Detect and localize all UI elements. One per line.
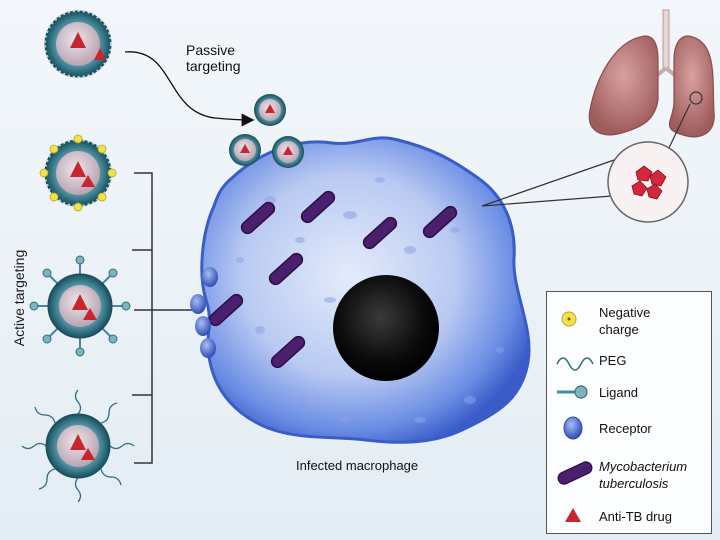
drug-icon <box>565 508 581 522</box>
right-lung <box>668 35 715 138</box>
legend-peg-label: PEG <box>599 353 627 368</box>
legend-receptor-label: Receptor <box>599 421 652 436</box>
plain-nanoparticle <box>44 10 112 78</box>
peg-chains <box>21 389 135 503</box>
legend-box: Negative charge PEG Ligand Receptor Myco… <box>546 291 712 534</box>
active-bracket <box>134 172 192 464</box>
passive-label-line2: targeting <box>186 58 241 74</box>
receptor-icon <box>563 416 583 440</box>
bacterium-rod <box>240 201 276 235</box>
legend-negative-charge-line1: Negative <box>599 305 651 320</box>
infected-macrophage-label: Infected macrophage <box>296 458 419 473</box>
nucleus <box>333 275 439 381</box>
active-targeting-label: Active targeting <box>11 249 27 347</box>
negatively-charged-nanoparticle <box>39 134 117 212</box>
drug-triangle <box>70 32 86 48</box>
bacterium-rod <box>362 216 398 250</box>
legend-negative-charge-line2: charge <box>599 322 639 337</box>
ligand-nanoparticle <box>29 255 131 357</box>
legend-drug-label: Anti-TB drug <box>599 509 672 524</box>
lungs-illustration <box>588 9 715 138</box>
bacterium-rod <box>208 293 244 327</box>
bacterium-rod <box>268 252 304 286</box>
mycobacterium-icon <box>557 461 593 485</box>
bacterium-rod <box>270 335 306 369</box>
peg-icon <box>556 357 594 371</box>
receptor <box>195 316 211 336</box>
receptor <box>190 294 206 314</box>
pegylated-nanoparticle <box>21 389 135 503</box>
ligand-icon <box>557 385 588 399</box>
receptor-group <box>190 267 218 358</box>
passive-label-line1: Passive <box>186 42 236 58</box>
cytoplasm-granules <box>236 167 504 423</box>
left-lung <box>588 35 659 136</box>
negative-charge-dots <box>39 134 117 212</box>
receptor <box>200 338 216 358</box>
passive-nanoparticle <box>229 134 261 166</box>
bacterium-rod <box>300 190 336 224</box>
lung-zoom-circle <box>607 141 689 223</box>
legend-mycobacterium-line1: Mycobacterium <box>599 459 688 474</box>
legend-mycobacterium-line2: tuberculosis <box>599 476 669 491</box>
bacteria-group <box>208 190 458 369</box>
passive-nanoparticle <box>272 136 304 168</box>
passive-nanoparticle <box>254 94 286 126</box>
receptor <box>202 267 218 287</box>
passive-targeting-label: Passive targeting <box>186 42 240 74</box>
lung-focus-marker <box>689 91 703 105</box>
bacterium-rod <box>422 205 458 239</box>
passive-arrow <box>124 51 255 127</box>
zoom-lines <box>481 103 691 207</box>
legend-ligand-label: Ligand <box>599 385 639 400</box>
negative-charge-icon <box>561 311 577 327</box>
